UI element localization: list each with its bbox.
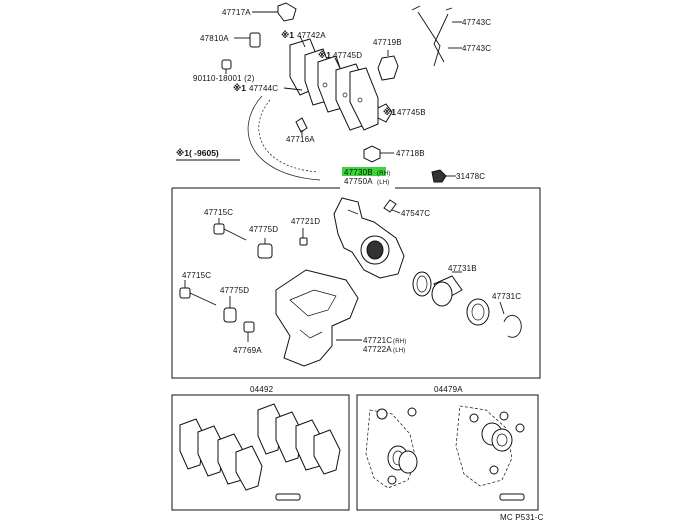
bolt-47810a — [234, 32, 261, 48]
dust-boot — [466, 298, 490, 326]
label-47731c: 47731C — [492, 292, 521, 301]
spring-47718b — [363, 145, 394, 163]
clip-47717a — [252, 2, 297, 22]
seal-ring — [412, 271, 432, 297]
label-47775d-b: 47775D — [220, 286, 249, 295]
label-47718b: 47718B — [396, 149, 425, 158]
clip-47719b — [377, 50, 399, 81]
label-04492: 04492 — [250, 385, 274, 394]
label-47750a-lh: (LH) — [377, 180, 389, 186]
label-47717a: 47717A — [222, 8, 251, 17]
kit-box-04479a — [356, 394, 539, 511]
label-47730b-rh: (RH) — [377, 171, 390, 177]
star-47742a: ※1 — [281, 30, 294, 40]
label-47743c-b: 47743C — [462, 44, 491, 53]
star-47745b: ※1 — [383, 107, 396, 117]
rotor-outline — [247, 95, 321, 181]
cap-31478c — [431, 169, 456, 183]
highlight-47730b — [342, 167, 386, 176]
leader-47731c — [499, 301, 505, 315]
label-47730b: 47730B — [344, 168, 373, 177]
label-47715c-a: 47715C — [204, 208, 233, 217]
bolt-90110 — [221, 59, 232, 74]
label-47745d: 47745D — [333, 51, 362, 60]
caliper-body — [333, 197, 405, 279]
label-04479a: 04479A — [434, 385, 463, 394]
label-47721c: 47721C — [363, 336, 392, 345]
label-47775d-a: 47775D — [249, 225, 278, 234]
label-47742a: 47742A — [297, 31, 326, 40]
piston — [431, 275, 463, 307]
caliper-assembly-box — [171, 187, 541, 379]
label-47731b: 47731B — [448, 264, 477, 273]
label-47745b: 47745B — [397, 108, 426, 117]
guide-pin-47715c-a — [213, 218, 247, 241]
label-47722a: 47722A — [363, 345, 392, 354]
rotor-hatch — [258, 99, 319, 173]
label-47744c: 47744C — [249, 84, 278, 93]
label-47810a: 47810A — [200, 34, 229, 43]
label-47769a: 47769A — [233, 346, 262, 355]
spring-47716a — [295, 117, 308, 136]
label-47722a-lh: (LH) — [393, 348, 405, 354]
pad-kit-04492 — [179, 403, 341, 501]
bolt-47721d — [299, 228, 308, 246]
kit-box-04492 — [171, 394, 350, 511]
label-47719b: 47719B — [373, 38, 402, 47]
seal-kit-04479a — [365, 405, 525, 501]
footnote: ※1( -9605) — [176, 148, 219, 158]
label-47721c-rh: (RH) — [393, 339, 406, 345]
label-47743c-a: 47743C — [462, 18, 491, 27]
boot-47775d-b — [223, 296, 237, 323]
label-47721d: 47721D — [291, 217, 320, 226]
label-47715c-b: 47715C — [182, 271, 211, 280]
bleeder-47547c — [383, 199, 401, 214]
diagram-code: MC P531-C — [500, 513, 544, 522]
anti-rattle-springs-47743c — [411, 5, 462, 67]
set-ring-47731c — [503, 314, 522, 338]
shim-47745b — [377, 103, 393, 123]
brake-pad-shim-group — [289, 38, 379, 131]
label-31478c: 31478C — [456, 172, 485, 181]
label-47547c: 47547C — [401, 209, 430, 218]
boot-47775d-a — [257, 238, 273, 259]
label-90110: 90110-18001 (2) — [193, 74, 255, 83]
star-47745d: ※1 — [318, 50, 331, 60]
torque-plate-47721c — [275, 269, 359, 367]
star-47744c: ※1 — [233, 83, 246, 93]
bushing-47769a — [243, 321, 255, 342]
label-47716a: 47716A — [286, 135, 315, 144]
label-47750a: 47750A — [344, 177, 373, 186]
guide-pin-47715c-b — [179, 280, 217, 306]
